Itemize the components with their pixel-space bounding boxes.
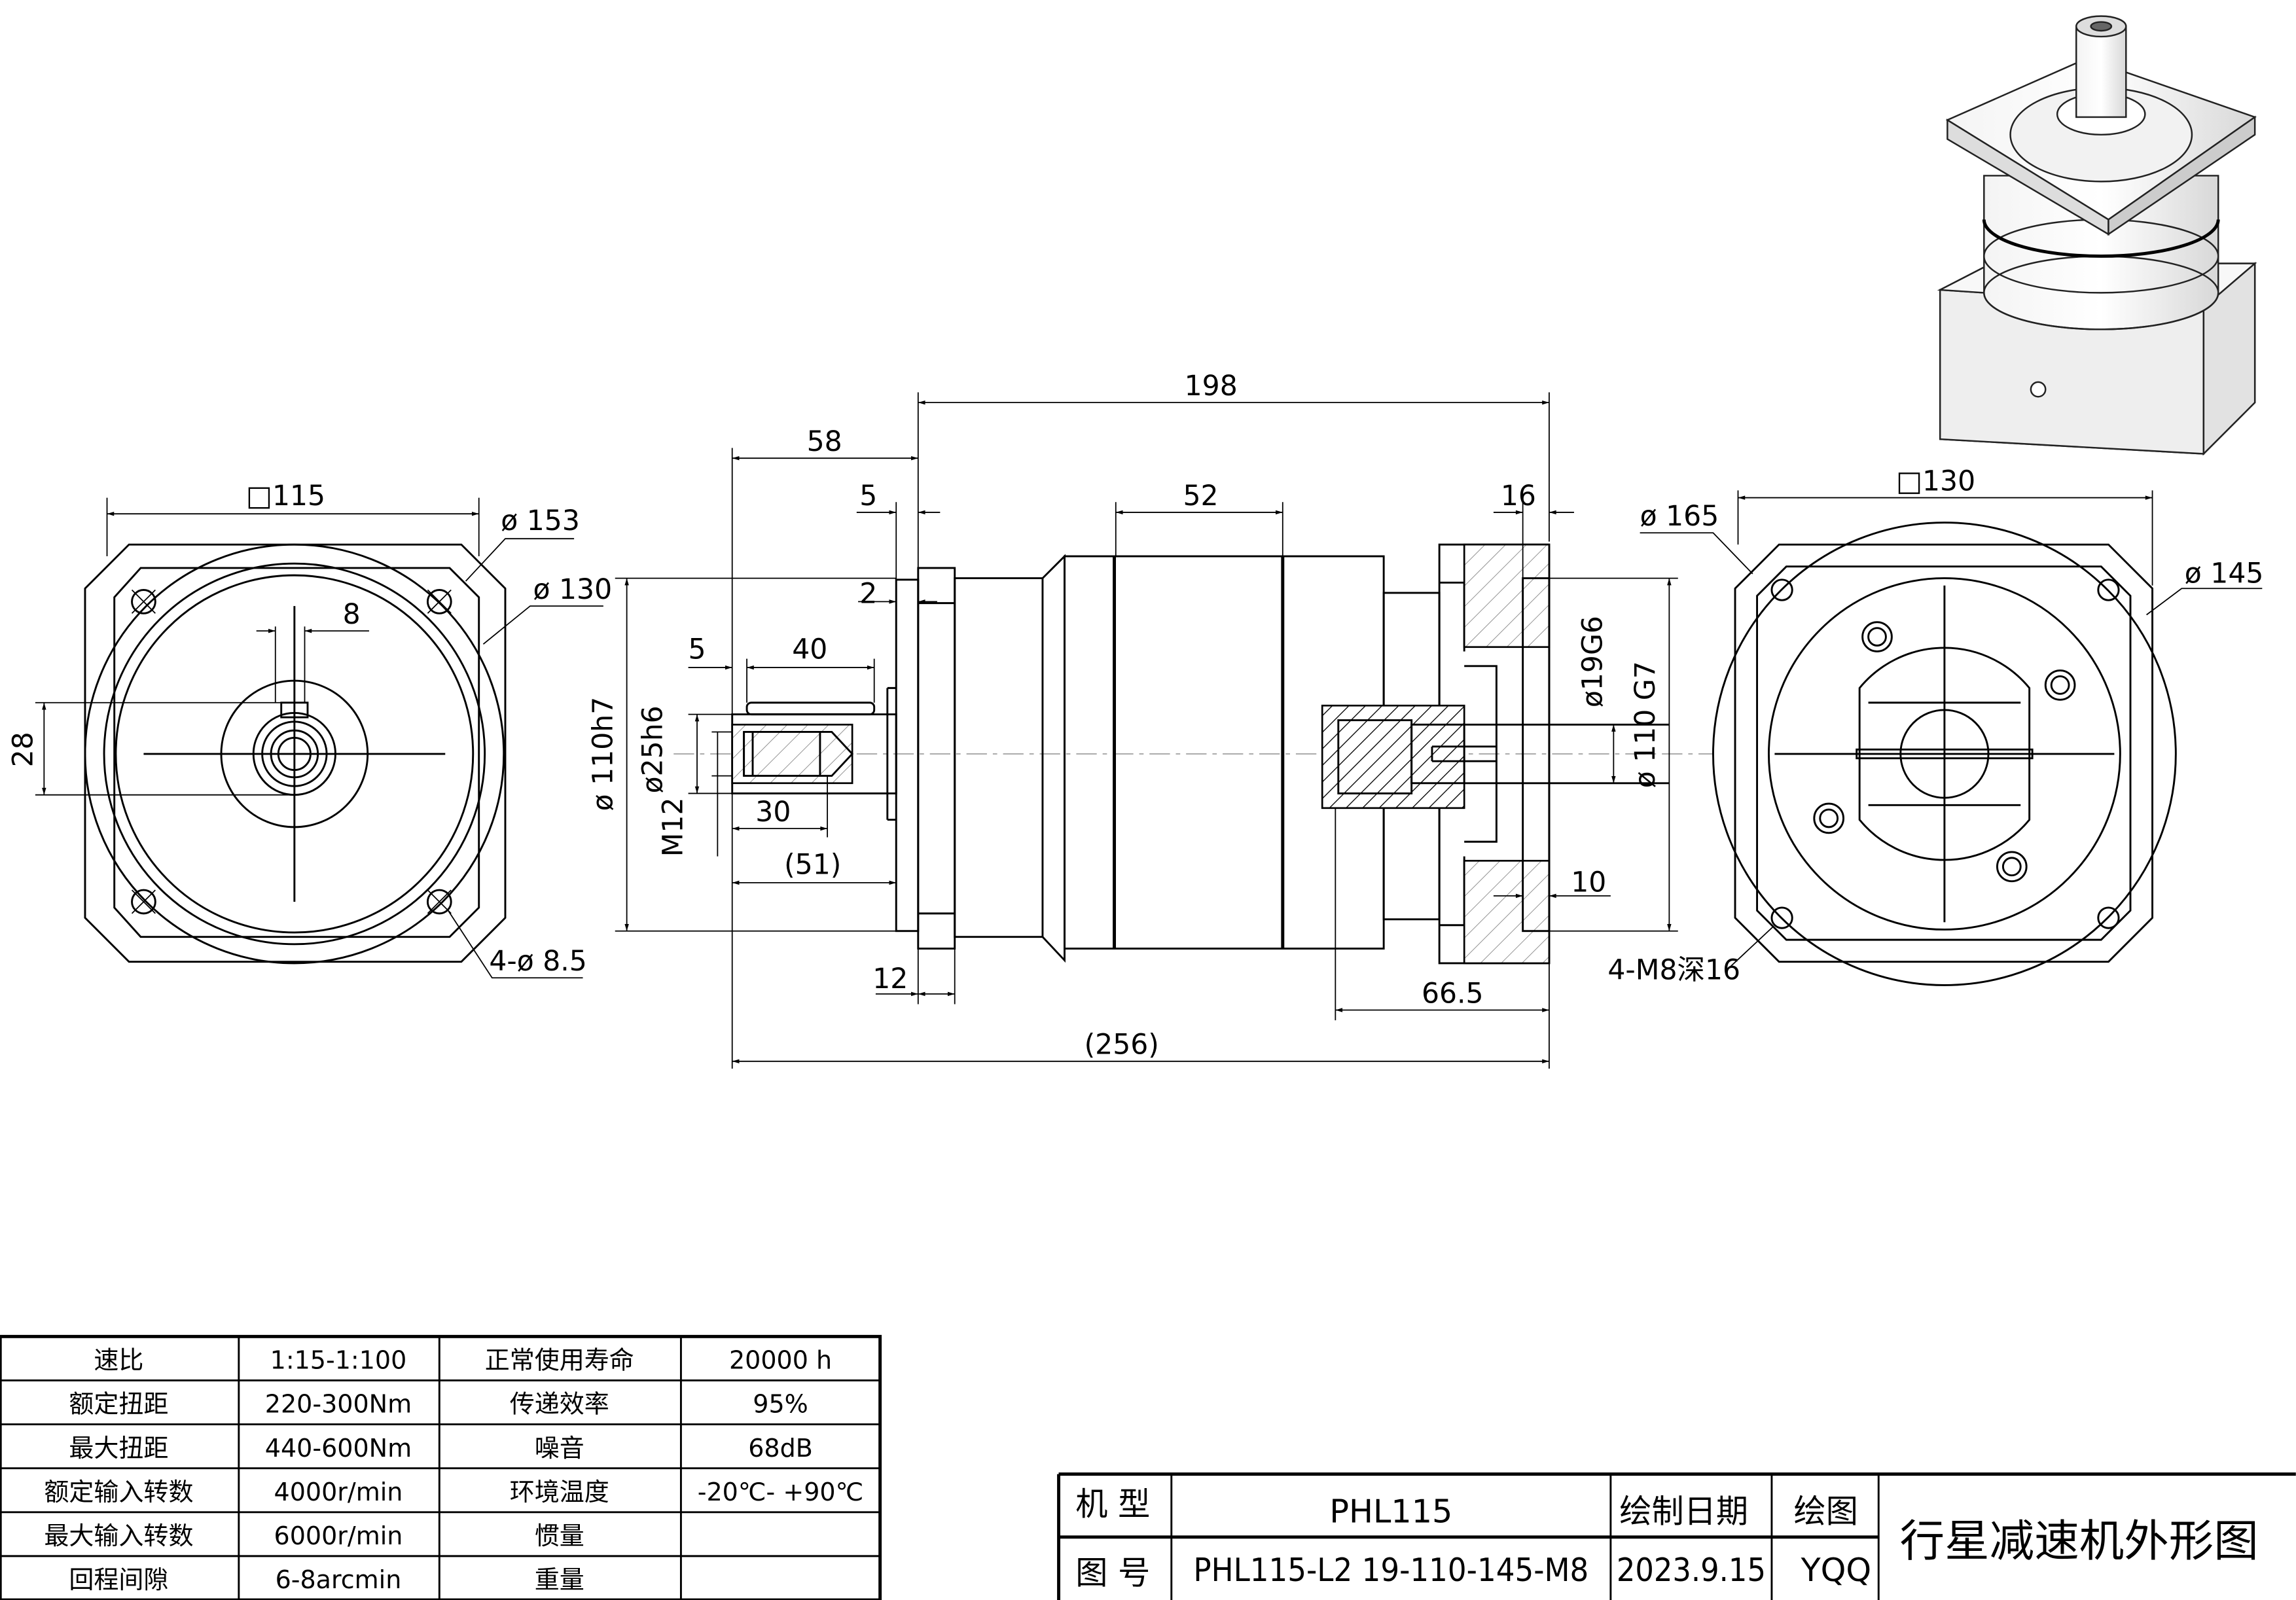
dim-key-8: 8 bbox=[343, 599, 361, 631]
spec-value: -20℃- +90℃ bbox=[698, 1478, 864, 1506]
spec-value: 6-8arcmin bbox=[276, 1565, 402, 1594]
dim-66-5: 66.5 bbox=[1422, 978, 1484, 1010]
drawing-no-value: PHL115-L2 19-110-145-M8 bbox=[1193, 1551, 1588, 1589]
dim-d19g6: ø19G6 bbox=[1577, 616, 1609, 707]
dim-58: 58 bbox=[807, 426, 842, 458]
dim-d130: ø 130 bbox=[533, 574, 612, 606]
dim-12: 12 bbox=[872, 963, 908, 995]
dim-51: (51) bbox=[784, 849, 841, 881]
spec-label: 额定扭距 bbox=[69, 1390, 168, 1419]
spec-value: 440-600Nm bbox=[265, 1434, 412, 1463]
dim-d165: ø 165 bbox=[1640, 501, 1719, 533]
bolt-holes bbox=[1813, 621, 2076, 883]
output-end-view: □130 ø 165 ø 145 4-M8深16 bbox=[1607, 465, 2263, 986]
spec-label: 最大扭距 bbox=[69, 1434, 168, 1463]
dim-198: 198 bbox=[1185, 370, 1238, 402]
drafter-label: 绘图 bbox=[1794, 1492, 1858, 1530]
dim-d153: ø 153 bbox=[501, 505, 580, 537]
dim-d25h6: ø25h6 bbox=[637, 705, 669, 793]
model-value: PHL115 bbox=[1329, 1492, 1452, 1530]
dim-40: 40 bbox=[792, 634, 827, 666]
spec-label: 额定输入转数 bbox=[44, 1478, 193, 1506]
spec-label: 环境温度 bbox=[510, 1478, 609, 1506]
spec-label: 回程间隙 bbox=[69, 1565, 168, 1594]
drawing-no-label: 图 号 bbox=[1075, 1554, 1150, 1591]
dim-16: 16 bbox=[1501, 480, 1536, 512]
spec-label: 重量 bbox=[535, 1565, 584, 1594]
dim-5-key: 5 bbox=[688, 634, 706, 666]
title-block: 机 型 PHL115 绘制日期 绘图 图 号 PHL115-L2 19-110-… bbox=[1057, 1472, 2296, 1600]
dim-d145: ø 145 bbox=[2185, 558, 2264, 590]
dim-5-top: 5 bbox=[859, 480, 877, 512]
spec-table: 速比 1:15-1:100 正常使用寿命 20000 h 额定扭距 220-300Nm 传递… bbox=[0, 1334, 882, 1600]
spec-label: 噪音 bbox=[535, 1434, 584, 1463]
spec-label: 速比 bbox=[94, 1346, 143, 1375]
dim-52: 52 bbox=[1183, 480, 1218, 512]
tapped-holes bbox=[1770, 578, 2120, 929]
mounting-holes bbox=[131, 589, 452, 915]
date-label: 绘制日期 bbox=[1619, 1492, 1748, 1530]
input-end-view: □115 ø 153 ø 130 8 28 4-ø 8.5 bbox=[7, 480, 612, 979]
drawing-title: 行星减速机外形图 bbox=[1900, 1516, 2259, 1567]
spec-label: 惯量 bbox=[535, 1521, 584, 1550]
model-label: 机 型 bbox=[1075, 1485, 1150, 1523]
spec-value: 68dB bbox=[748, 1434, 813, 1463]
dim-256: (256) bbox=[1085, 1029, 1159, 1061]
dim-holes-8-5: 4-ø 8.5 bbox=[489, 946, 586, 978]
spec-value: 20000 h bbox=[729, 1346, 832, 1375]
spec-value: 1:15-1:100 bbox=[270, 1346, 407, 1375]
dim-m12: M12 bbox=[658, 798, 690, 857]
spec-label: 传递效率 bbox=[510, 1390, 609, 1419]
dim-d110h7: ø 110h7 bbox=[587, 697, 619, 811]
date-value: 2023.9.15 bbox=[1617, 1551, 1766, 1589]
dim-d110g7: ø 110 G7 bbox=[1630, 661, 1662, 788]
dim-28: 28 bbox=[7, 732, 39, 767]
spec-value: 220-300Nm bbox=[265, 1390, 412, 1419]
dim-m8-holes: 4-M8深16 bbox=[1607, 955, 1740, 987]
side-view: 198 58 5 52 16 2 5 40 ø 110h7 ø25h6 M12 … bbox=[587, 370, 1713, 1069]
dim-square-130: □130 bbox=[1896, 465, 1975, 497]
dim-30: 30 bbox=[755, 796, 791, 828]
drafter-value: YQQ bbox=[1801, 1551, 1872, 1589]
spec-label: 正常使用寿命 bbox=[485, 1346, 634, 1375]
dim-square-115: □115 bbox=[246, 480, 325, 512]
dim-10: 10 bbox=[1571, 866, 1606, 898]
spec-value: 95% bbox=[753, 1390, 808, 1419]
gearbox-3d-render bbox=[1937, 15, 2257, 456]
spec-label: 最大输入转数 bbox=[44, 1521, 193, 1550]
dim-2: 2 bbox=[859, 578, 877, 611]
spec-value: 4000r/min bbox=[274, 1478, 403, 1506]
spec-value: 6000r/min bbox=[274, 1521, 403, 1550]
